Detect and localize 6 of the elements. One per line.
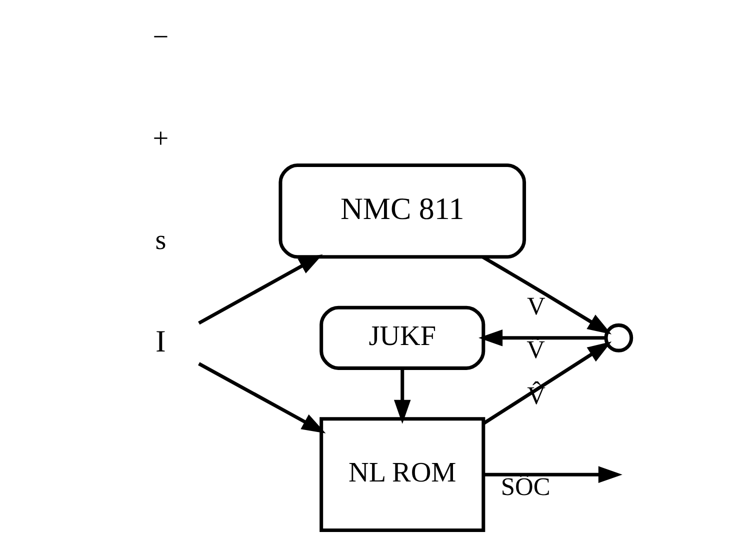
label: − [152,22,169,54]
edge-label: SÔC [500,472,550,501]
node-text: I [156,323,166,358]
label: s [155,225,166,256]
edge-label: V [527,292,546,320]
label: + [152,124,169,155]
